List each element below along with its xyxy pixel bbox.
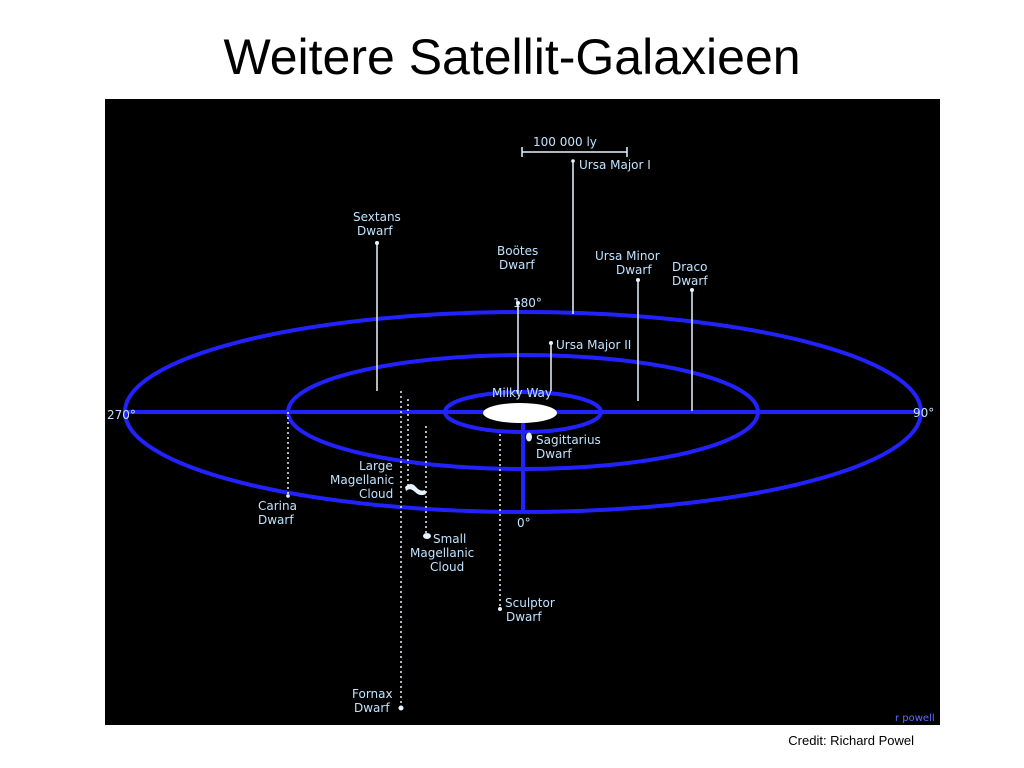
bootes-label-line: Boötes (497, 244, 538, 258)
ursa-major-2-label-line: Ursa Major II (556, 338, 631, 352)
milky-way-disk (483, 403, 557, 423)
smc-label-line: Magellanic (410, 546, 474, 560)
ursa-minor-label: Ursa Minor Dwarf (595, 249, 664, 277)
smc-marker (423, 533, 431, 539)
diagram-canvas: 180° 270° 90° 0° 100 000 ly Milky Way (107, 135, 935, 724)
smc-label-line: Small (433, 532, 466, 546)
draco-marker (690, 288, 694, 292)
sagittarius-marker (526, 432, 532, 442)
sextans-marker (375, 241, 379, 245)
sculptor-label-line: Dwarf (506, 610, 542, 624)
sextans-label-line: Sextans (353, 210, 401, 224)
carina-marker (286, 494, 290, 498)
sagittarius-label: Sagittarius Dwarf (536, 433, 605, 461)
ursa-major-1-label-line: Ursa Major I (579, 158, 651, 172)
angle-label-right: 90° (913, 406, 934, 420)
angle-label-bottom: 0° (517, 516, 531, 530)
ursa-major-1-marker (571, 159, 575, 163)
bootes-label: Boötes Dwarf (497, 244, 542, 272)
ursa-major-2-marker (549, 341, 553, 345)
ursa-minor-marker (636, 278, 640, 282)
fornax-label: Fornax Dwarf (352, 687, 396, 715)
lmc-marker (405, 484, 426, 496)
smc-label-line: Cloud (430, 560, 464, 574)
image-credit: Credit: Richard Powel (788, 733, 914, 748)
corner-signature: r powell (895, 713, 935, 724)
carina-label-line: Carina (258, 499, 297, 513)
pointer-lines (287, 162, 693, 706)
fornax-label-line: Fornax (352, 687, 393, 701)
galaxy-markers (286, 159, 694, 711)
ursa-major-2-label: Ursa Major II (556, 338, 631, 352)
fornax-label-line: Dwarf (354, 701, 390, 715)
bootes-marker (516, 301, 520, 305)
draco-label-line: Dwarf (672, 274, 708, 288)
angle-label-left: 270° (107, 408, 136, 422)
ursa-minor-label-line: Dwarf (616, 263, 652, 277)
sculptor-label: Sculptor Dwarf (505, 596, 559, 624)
sagittarius-label-line: Sagittarius (536, 433, 601, 447)
smc-label: Small Magellanic Cloud (410, 532, 478, 574)
ursa-major-1-label: Ursa Major I (579, 158, 651, 172)
draco-label: Draco Dwarf (672, 260, 711, 288)
milky-way-label: Milky Way (492, 386, 552, 400)
fornax-marker (398, 705, 404, 711)
sculptor-label-line: Sculptor (505, 596, 555, 610)
carina-label-line: Dwarf (258, 513, 294, 527)
sextans-label-line: Dwarf (357, 224, 393, 238)
carina-label: Carina Dwarf (258, 499, 301, 527)
ursa-minor-label-line: Ursa Minor (595, 249, 660, 263)
lmc-label-line: Magellanic (330, 473, 394, 487)
bootes-label-line: Dwarf (499, 258, 535, 272)
lmc-label: Large Magellanic Cloud (330, 459, 398, 501)
lmc-label-line: Large (359, 459, 393, 473)
draco-label-line: Draco (672, 260, 707, 274)
sagittarius-label-line: Dwarf (536, 447, 572, 461)
slide-title: Weitere Satellit-Galaxieen (223, 29, 801, 85)
lmc-label-line: Cloud (359, 487, 393, 501)
angle-label-top: 180° (513, 296, 542, 310)
sextans-label: Sextans Dwarf (353, 210, 405, 238)
scale-bar-label: 100 000 ly (533, 135, 597, 149)
satellite-galaxy-diagram: 180° 270° 90° 0° 100 000 ly Milky Way (105, 99, 940, 725)
sculptor-marker (498, 607, 502, 611)
